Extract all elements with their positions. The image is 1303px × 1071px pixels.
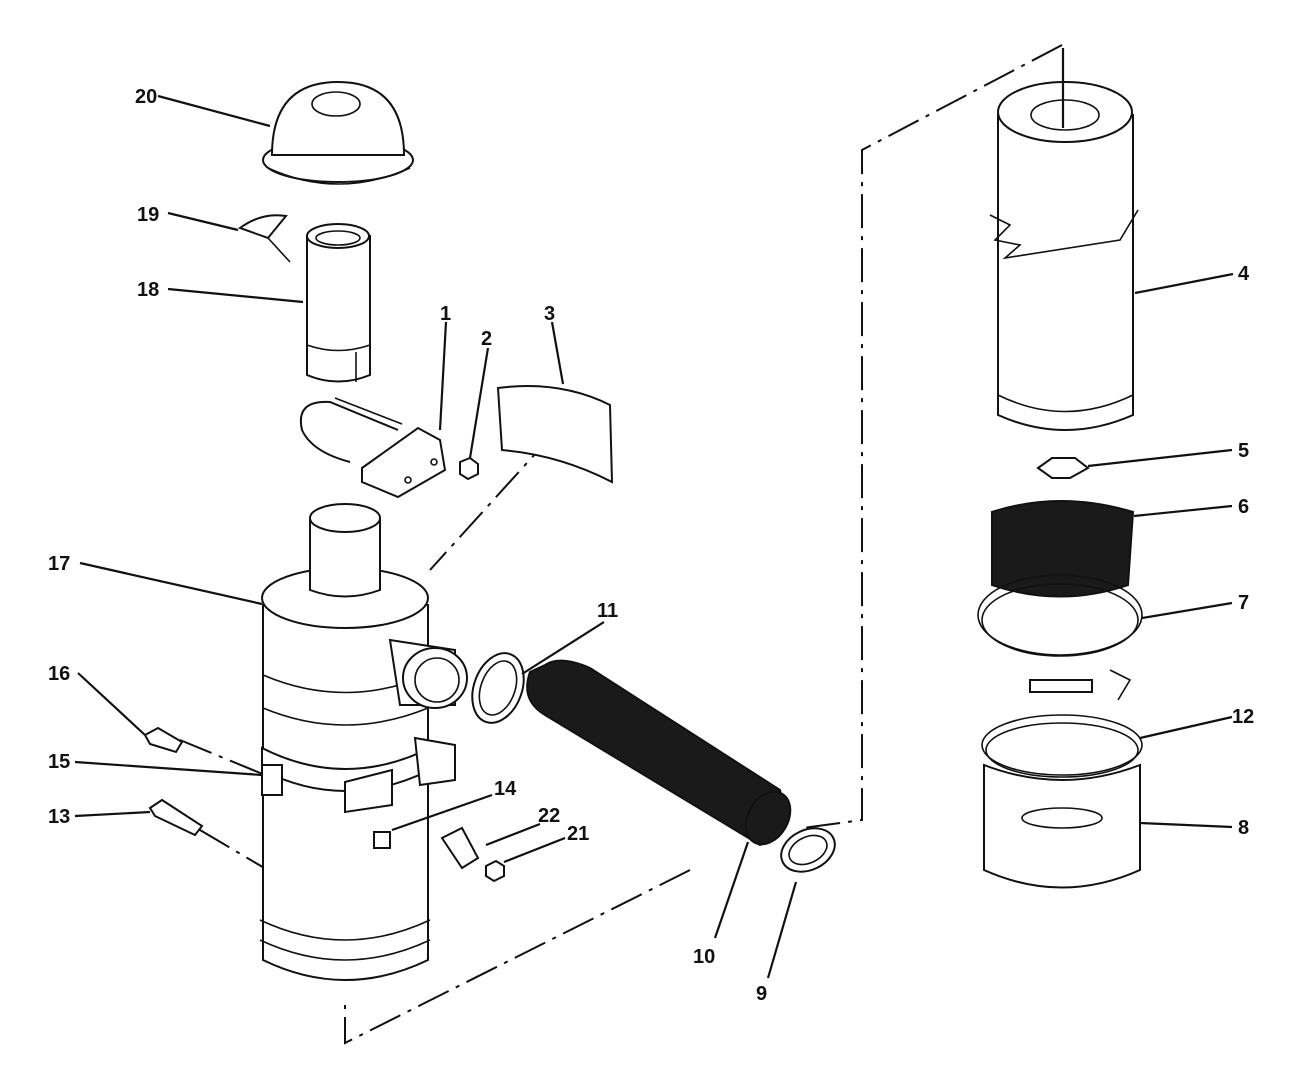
callout-17: 17 [48, 553, 70, 575]
callout-20: 20 [135, 86, 157, 108]
inlet-tube-part-18 [306, 223, 371, 383]
mounting-band-part-15 [261, 736, 456, 814]
callout-5: 5 [1238, 440, 1249, 462]
clamp-ring-part-7 [977, 574, 1143, 701]
callout-19: 19 [137, 204, 159, 226]
callout-7: 7 [1238, 592, 1249, 614]
u-bolt-clamp-part-1 [299, 397, 447, 499]
shield-part-3 [496, 385, 614, 484]
filter-element-part-4 [989, 81, 1139, 431]
callout-22: 22 [538, 805, 560, 827]
nut-part-2 [459, 456, 479, 481]
callout-14: 14 [494, 778, 517, 800]
leader-lines [74, 48, 1234, 979]
callout-1: 1 [440, 303, 451, 325]
callout-11: 11 [597, 600, 618, 622]
callout-8: 8 [1238, 817, 1249, 839]
callout-3: 3 [544, 303, 555, 325]
callout-10: 10 [693, 946, 715, 968]
callout-15: 15 [48, 751, 70, 773]
hose-clamp-part-11 [471, 652, 525, 724]
callout-18: 18 [137, 279, 159, 301]
bolt-part-16 [143, 726, 184, 754]
callout-12: 12 [1232, 706, 1254, 728]
dome-cap-part-20 [262, 80, 414, 185]
spacer-part-22 [440, 826, 480, 870]
callout-2: 2 [481, 328, 492, 350]
callout-9: 9 [756, 983, 767, 1005]
callout-13: 13 [48, 806, 70, 828]
dust-cup-part-8 [983, 763, 1141, 889]
decal-part-19 [237, 214, 291, 263]
callout-16: 16 [48, 663, 70, 685]
callout-6: 6 [1238, 496, 1249, 518]
wing-nut-part-5 [1036, 457, 1090, 479]
bolt-part-13 [148, 798, 204, 837]
nut-part-21 [485, 859, 505, 883]
callout-labels: 20 19 18 1 2 3 4 5 6 7 12 8 11 17 16 15 … [48, 86, 1254, 1005]
callout-21: 21 [567, 823, 589, 845]
hose-clamp-part-9 [780, 827, 836, 873]
pre-filter-part-6 [991, 500, 1135, 598]
nut-part-14 [373, 831, 391, 849]
hose-part-10 [526, 659, 792, 847]
gasket-part-12 [981, 714, 1143, 778]
callout-4: 4 [1238, 263, 1250, 285]
